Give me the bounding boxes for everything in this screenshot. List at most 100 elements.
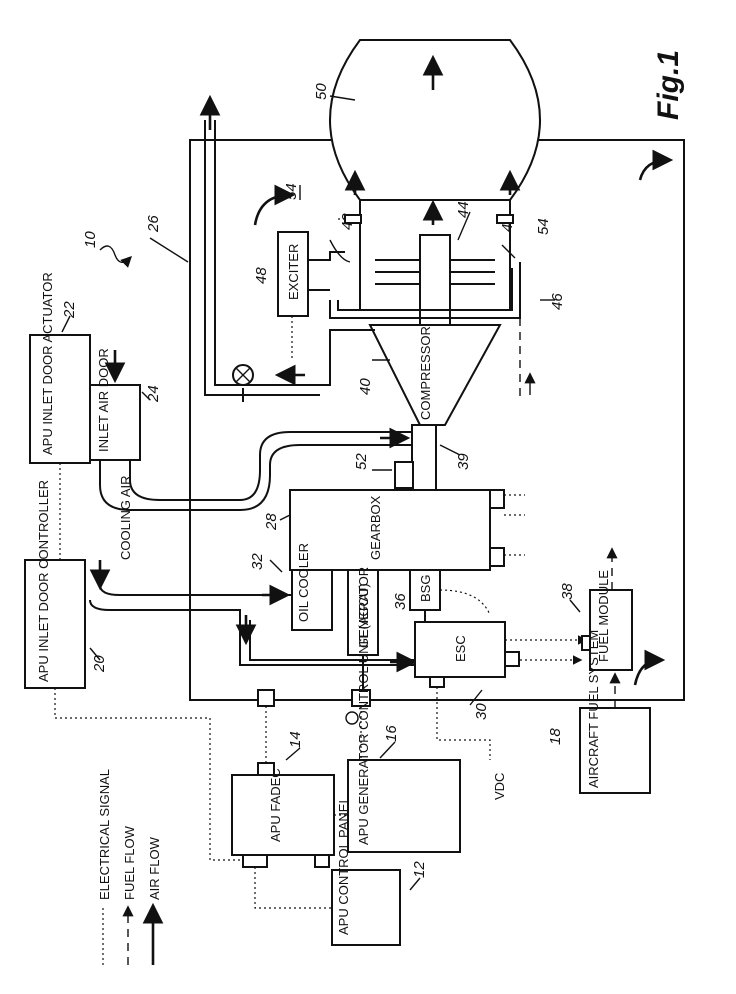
shaft bbox=[411, 424, 437, 491]
ref-26: 26 bbox=[145, 215, 162, 233]
ref-16: 16 bbox=[383, 725, 400, 742]
ref-50: 50 bbox=[313, 83, 330, 100]
inlet-door-actuator-box bbox=[29, 334, 91, 464]
fadec-top-port bbox=[257, 762, 275, 776]
enclosure-air-arrow-2 bbox=[638, 149, 674, 181]
compressor-housing bbox=[368, 324, 502, 426]
ref-10: 10 bbox=[82, 231, 99, 248]
ref-28: 28 bbox=[263, 513, 280, 531]
gearbox-pad-wires bbox=[504, 494, 525, 556]
igniter-left bbox=[344, 214, 362, 224]
cooling-duct-lower bbox=[89, 599, 420, 666]
cooling-duct-inner bbox=[249, 620, 420, 661]
leader-28 bbox=[279, 514, 291, 521]
ref-32: 32 bbox=[249, 553, 266, 570]
ref-24: 24 bbox=[145, 385, 162, 403]
fuel-manifold-outer bbox=[329, 262, 521, 319]
leader-20 bbox=[89, 647, 101, 661]
bleed-duct bbox=[329, 329, 375, 360]
leader-14 bbox=[285, 747, 301, 761]
bsg-label: BSG bbox=[418, 575, 433, 602]
speed-sensor bbox=[394, 461, 414, 489]
fuel-module-box bbox=[589, 589, 633, 671]
inlet-door-controller-box bbox=[24, 559, 86, 689]
ref-30: 30 bbox=[473, 703, 490, 720]
leader-44 bbox=[457, 211, 471, 241]
ref-40: 40 bbox=[357, 378, 374, 395]
exciter-lead-top bbox=[308, 251, 345, 261]
ref-20: 20 bbox=[91, 655, 108, 673]
legend-electrical-label: ELECTRICAL SIGNAL bbox=[97, 769, 112, 900]
wall-connector-fadec bbox=[257, 689, 275, 707]
leader-32 bbox=[269, 559, 283, 573]
fuel-module-label: FUEL MODULE bbox=[596, 570, 611, 662]
legend-fuel-label: FUEL FLOW bbox=[122, 825, 137, 900]
controller-fadec-signal bbox=[54, 688, 243, 861]
gearbox-pad-2 bbox=[489, 547, 505, 567]
esc-box bbox=[414, 621, 506, 678]
ref-54-left: 54 bbox=[283, 183, 300, 200]
aircraft-fuel-system-label: AIRCRAFT FUEL SYSTEM bbox=[586, 630, 601, 788]
oil-cooler-box bbox=[291, 569, 333, 631]
enclosure-air-arrow-1 bbox=[253, 184, 296, 226]
gearbox-box bbox=[289, 489, 491, 571]
apu-control-panel-box bbox=[331, 869, 401, 946]
ref-12: 12 bbox=[411, 861, 428, 878]
esc-label: ESC bbox=[453, 635, 468, 662]
exciter-box bbox=[277, 231, 309, 317]
apu-fadec-box bbox=[231, 774, 335, 856]
gearbox-label: GEARBOX bbox=[368, 495, 383, 560]
ref-36: 36 bbox=[392, 593, 409, 610]
fuel-area-air-arrow bbox=[633, 649, 666, 686]
cooling-duct-upper bbox=[99, 584, 292, 596]
leader-24 bbox=[141, 391, 151, 401]
ac-source-symbol bbox=[345, 711, 359, 725]
gearbox-pad-1 bbox=[489, 489, 505, 509]
exciter-label: EXCITER bbox=[286, 244, 301, 300]
legend-air-label: AIR FLOW bbox=[147, 836, 162, 900]
oil-cooler-label: OIL COOLER bbox=[296, 543, 311, 622]
fuel-module-port bbox=[581, 635, 591, 651]
compressor-label: COMPRESSOR bbox=[418, 326, 433, 420]
agcu-label: APU GENERATOR CONTROL UNIT (AGCU) bbox=[356, 583, 371, 845]
exhaust-duct bbox=[329, 39, 541, 201]
turbine-rotor bbox=[419, 234, 451, 326]
bsg-box bbox=[409, 569, 441, 611]
leader-50 bbox=[329, 95, 356, 101]
ref-14: 14 bbox=[287, 731, 304, 748]
panel-fadec-signal bbox=[254, 867, 332, 909]
ref-52: 52 bbox=[353, 453, 370, 470]
agcu-box bbox=[347, 759, 461, 853]
leader-39 bbox=[439, 444, 461, 456]
leader-26 bbox=[149, 237, 189, 263]
bleed-exhaust-duct bbox=[204, 120, 331, 396]
inlet-duct-lower bbox=[99, 444, 412, 511]
bleed-valve-cross bbox=[235, 367, 251, 383]
leader-42-left bbox=[329, 239, 351, 263]
apu-control-panel-label: APU CONTROL PANEL bbox=[336, 796, 351, 935]
bsg-signal bbox=[439, 589, 491, 616]
inlet-door-actuator-label: APU INLET DOOR ACTUATOR bbox=[40, 272, 55, 455]
leader-30 bbox=[469, 689, 483, 706]
vdc-label: VDC bbox=[492, 773, 507, 800]
inlet-air-door-label: INLET AIR DOOR bbox=[96, 348, 111, 452]
inlet-air-door-box bbox=[89, 384, 141, 461]
esc-port bbox=[504, 651, 520, 667]
ref-39: 39 bbox=[455, 453, 472, 470]
system-ref-squiggle bbox=[99, 245, 132, 268]
inlet-duct-upper bbox=[129, 431, 412, 501]
fuel-manifold-inner bbox=[337, 268, 513, 311]
cooling-air-label: COOLING AIR bbox=[118, 475, 133, 560]
ref-44: 44 bbox=[455, 201, 472, 218]
inlet-door-controller-label: APU INLET DOOR CONTROLLER bbox=[36, 480, 51, 682]
esc-bottom-port bbox=[429, 676, 445, 688]
apu-fadec-label: APU FADEC bbox=[268, 768, 283, 842]
leader-16 bbox=[379, 741, 396, 759]
leader-22 bbox=[61, 315, 71, 333]
figure-label: Fig.1 bbox=[652, 50, 685, 120]
ref-38: 38 bbox=[559, 583, 576, 600]
ref-46: 46 bbox=[549, 293, 566, 310]
fadec-bottom-port-right bbox=[314, 854, 330, 868]
